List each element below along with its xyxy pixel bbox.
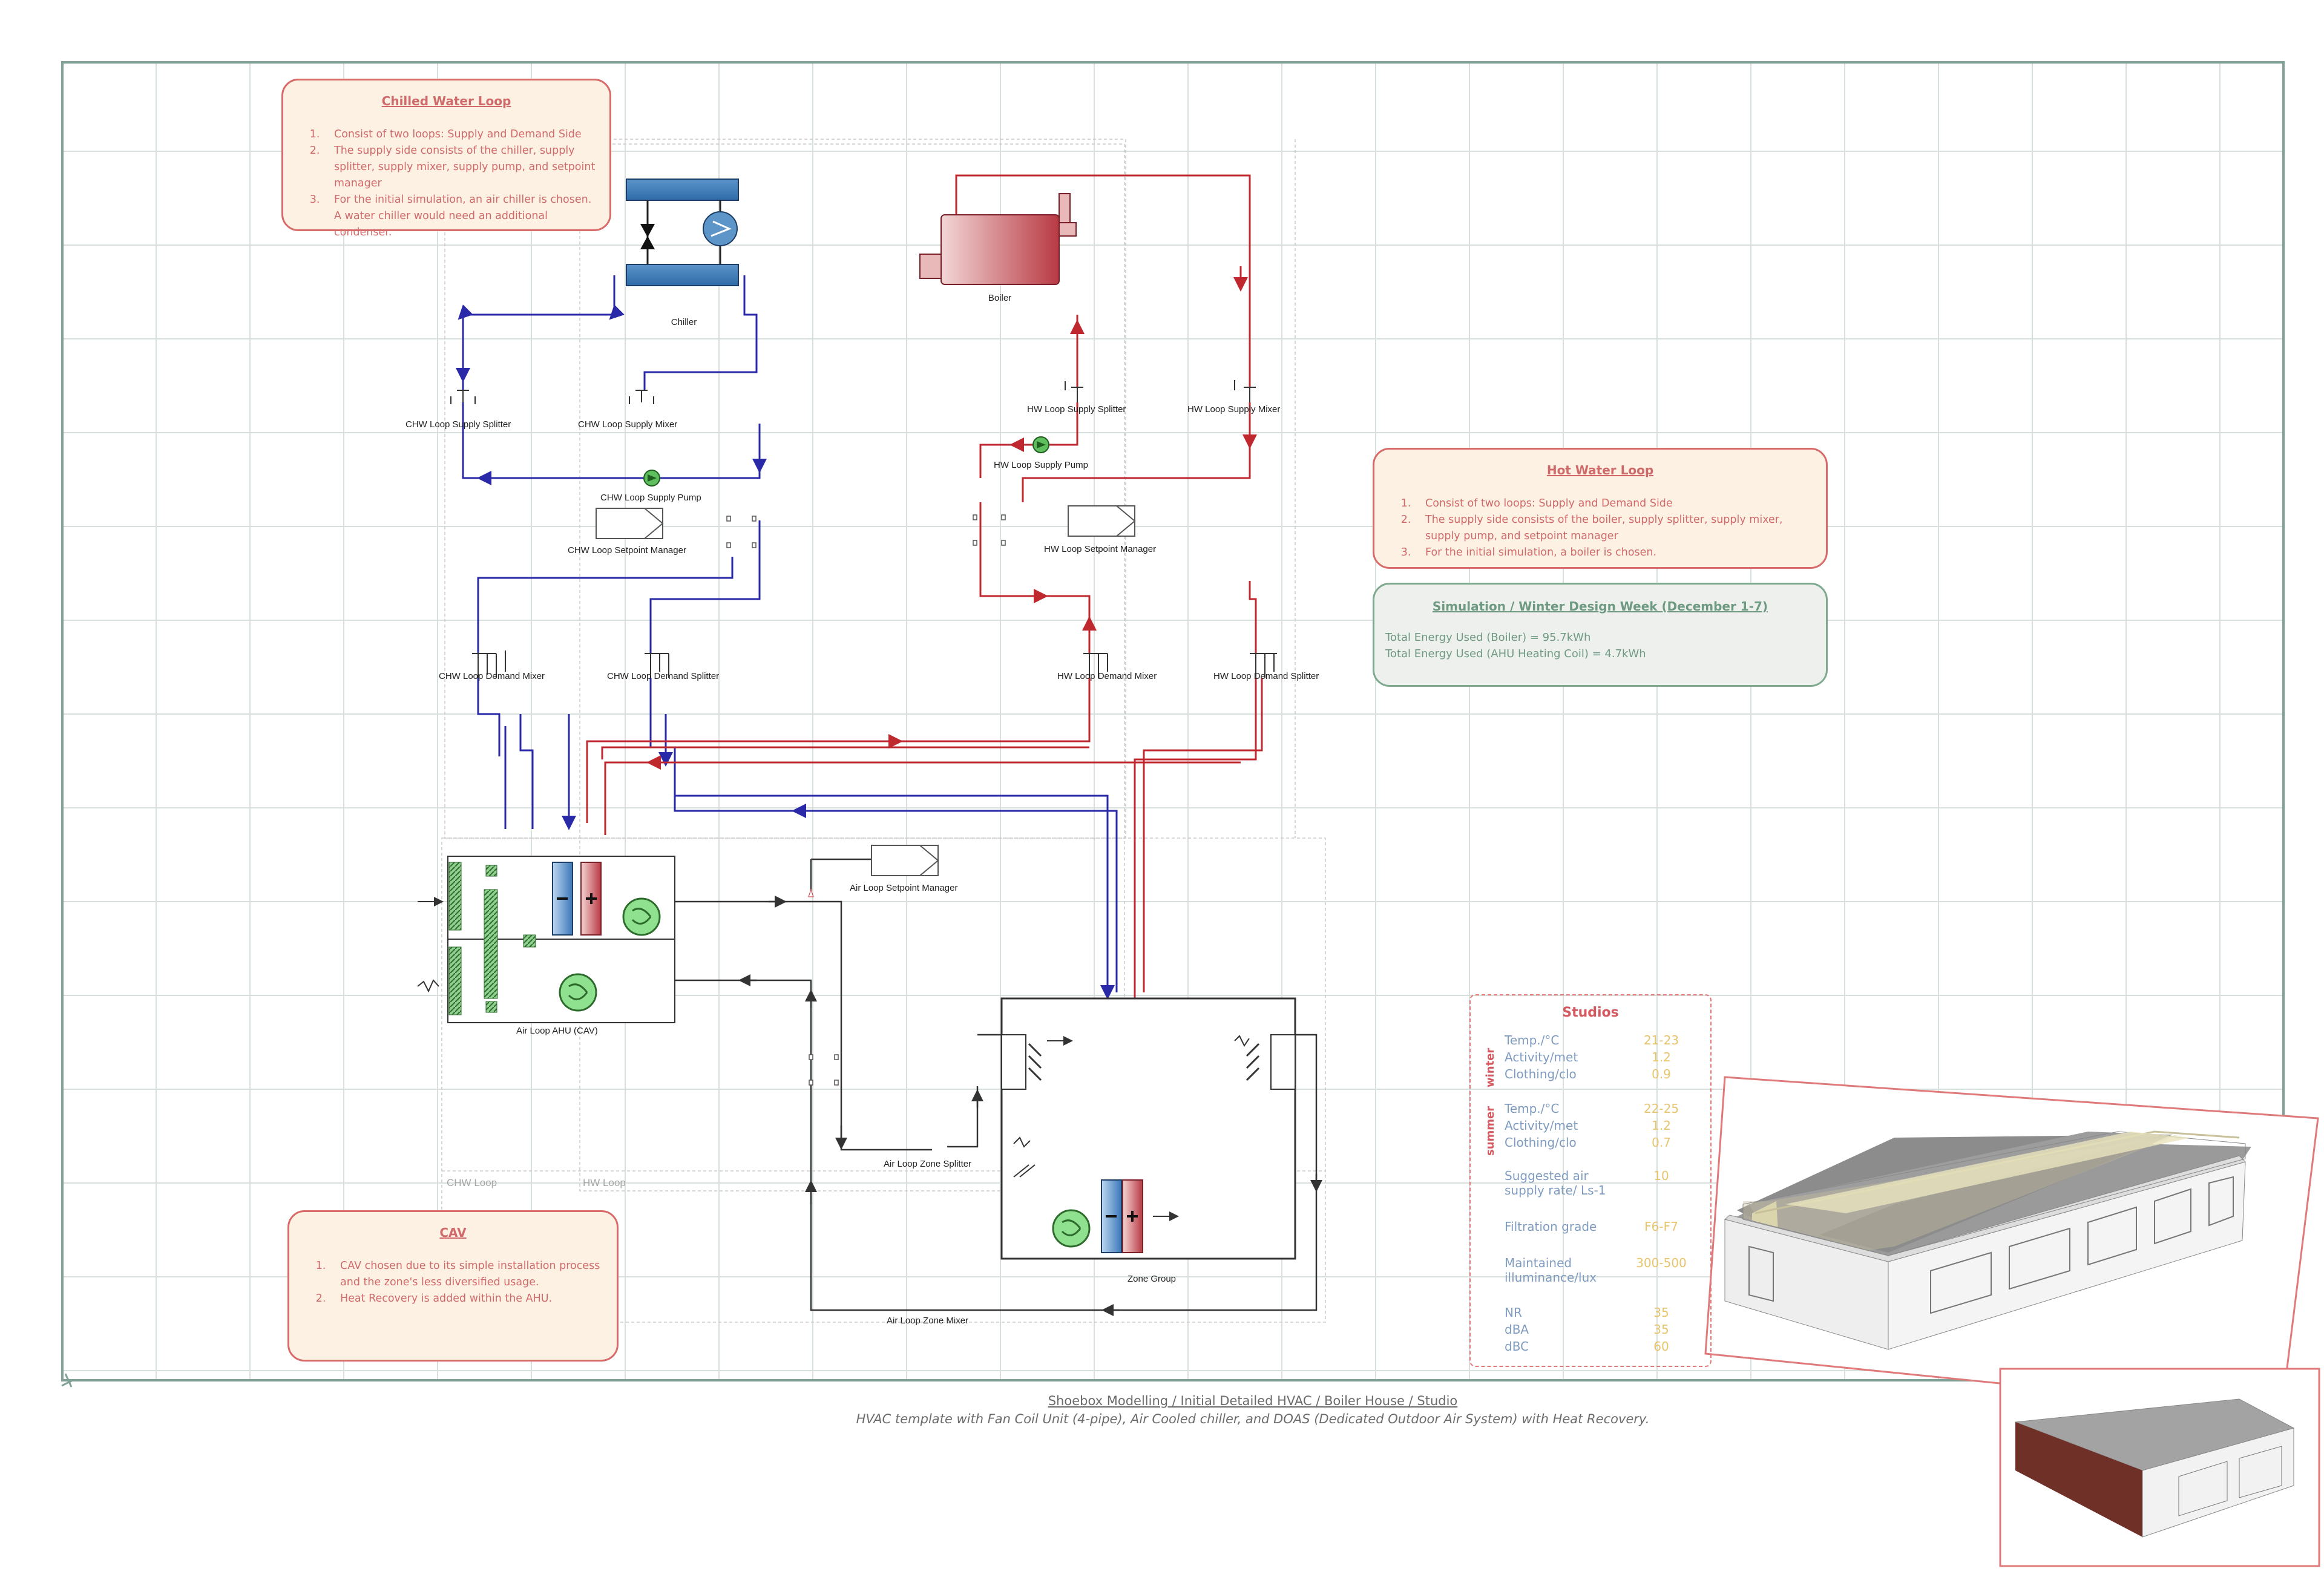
studio-row-label: Temp./°C [1505, 1033, 1560, 1047]
cav-note: CAV CAV chosen due to its simple install… [287, 1210, 619, 1362]
chilled-water-loop-note: Chilled Water Loop Consist of two loops:… [281, 79, 611, 238]
component-labels: Chiller Boiler CHW Loop Supply Splitter … [405, 293, 1319, 1326]
summer-label: summer [1484, 1106, 1497, 1156]
label-chw-supply-splitter: CHW Loop Supply Splitter [405, 419, 511, 430]
label-hw-supply-mixer: HW Loop Supply Mixer [1187, 404, 1280, 415]
simulation-boiler-energy: Total Energy Used (Boiler) = 95.7kWh [1385, 631, 1591, 644]
chw-loop-region-label: CHW Loop [447, 1177, 497, 1188]
cav-item: Heat Recovery is added within the AHU. [329, 1291, 605, 1307]
hw-pump-icon [1032, 436, 1049, 453]
chilled-water-loop-item: For the initial simulation, an air chill… [323, 192, 597, 241]
hot-water-loop-item: For the initial simulation, a boiler is … [1414, 545, 1814, 561]
label-chiller: Chiller [671, 317, 697, 327]
sensor-nodes [726, 514, 1006, 1086]
zone-icon [1000, 997, 1296, 1260]
simulation-note: Simulation / Winter Design Week (Decembe… [1373, 583, 1828, 687]
studio-row-label: Maintained illuminance/lux [1505, 1256, 1597, 1285]
cav-title: CAV [439, 1225, 467, 1240]
label-air-loop-zone-splitter: Air Loop Zone Splitter [884, 1159, 971, 1169]
studio-row-label: Activity/met [1505, 1118, 1578, 1133]
hot-water-loop-note: Hot Water Loop Consist of two loops: Sup… [1373, 448, 1828, 569]
chiller-icon [626, 179, 739, 286]
label-hw-demand-mixer: HW Loop Demand Mixer [1057, 671, 1157, 681]
studio-row-label: Temp./°C [1505, 1101, 1560, 1116]
hw-loop-region-label: HW Loop [583, 1177, 626, 1188]
studio-row-value: 0.9 [1652, 1067, 1671, 1081]
hot-water-piping [586, 174, 1263, 1005]
studio-row-value: 35 [1653, 1322, 1669, 1337]
studios-title: Studios [1562, 1005, 1619, 1020]
label-hw-setpoint-manager: HW Loop Setpoint Manager [1044, 544, 1156, 554]
chilled-water-loop-item: The supply side consists of the chiller,… [323, 143, 597, 192]
studio-row-value: 1.2 [1652, 1050, 1671, 1064]
ahu-icon [417, 856, 675, 1023]
boiler-icon [919, 193, 1077, 285]
studio-row-value: 0.7 [1652, 1135, 1671, 1150]
label-hw-supply-splitter: HW Loop Supply Splitter [1027, 404, 1126, 415]
hot-water-loop-item: Consist of two loops: Supply and Demand … [1414, 496, 1814, 512]
chilled-water-loop-item: Consist of two loops: Supply and Demand … [323, 126, 597, 143]
simulation-heating-coil-energy: Total Energy Used (AHU Heating Coil) = 4… [1385, 647, 1646, 660]
studio-row-label: dBA [1505, 1322, 1529, 1337]
air-loop-ducting [675, 858, 1322, 1316]
studio-row-label: dBC [1505, 1339, 1529, 1354]
studio-row-value: 300-500 [1636, 1256, 1687, 1270]
studio-row-value: 1.2 [1652, 1118, 1671, 1133]
label-hw-supply-pump: HW Loop Supply Pump [994, 460, 1088, 470]
studio-3d-model-small [1999, 1368, 2320, 1567]
label-air-loop-zone-mixer: Air Loop Zone Mixer [887, 1316, 968, 1326]
label-hw-demand-splitter: HW Loop Demand Splitter [1213, 671, 1319, 681]
studios-panel: Studios winter summer Temp./°C 21-23 Act… [1469, 994, 1712, 1367]
loop-boundaries [441, 139, 1326, 1323]
label-zone-group: Zone Group [1128, 1274, 1176, 1284]
chw-pump-icon [643, 470, 660, 487]
label-air-loop-setpoint-manager: Air Loop Setpoint Manager [850, 883, 957, 893]
label-chw-demand-mixer: CHW Loop Demand Mixer [439, 671, 545, 681]
studio-row-label: Clothing/clo [1505, 1135, 1577, 1150]
label-boiler: Boiler [988, 293, 1011, 303]
hot-water-loop-item: The supply side consists of the boiler, … [1414, 512, 1814, 545]
label-chw-demand-splitter: CHW Loop Demand Splitter [607, 671, 719, 681]
hot-water-loop-title: Hot Water Loop [1546, 463, 1654, 477]
studio-3d-model-large [1704, 1076, 2319, 1413]
studio-row-label: Activity/met [1505, 1050, 1578, 1064]
studio-row-value: 22-25 [1643, 1101, 1679, 1116]
studio-row-value: F6-F7 [1644, 1219, 1678, 1234]
label-chw-setpoint-manager: CHW Loop Setpoint Manager [568, 545, 686, 556]
simulation-title: Simulation / Winter Design Week (Decembe… [1432, 599, 1768, 614]
studio-row-value: 60 [1653, 1339, 1669, 1354]
caption-subtitle: HVAC template with Fan Coil Unit (4-pipe… [856, 1412, 1650, 1426]
chilled-water-loop-title: Chilled Water Loop [381, 94, 511, 108]
setpoint-manager-icons [596, 505, 1136, 876]
studio-row-label: Suggested air supply rate/ Ls-1 [1505, 1168, 1606, 1198]
winter-label: winter [1484, 1047, 1497, 1087]
cav-item: CAV chosen due to its simple installatio… [329, 1258, 605, 1291]
splitter-mixer-symbols [450, 380, 1277, 678]
studio-row-label: Filtration grade [1505, 1219, 1597, 1234]
label-chw-supply-mixer: CHW Loop Supply Mixer [578, 419, 677, 430]
studio-row-value: 10 [1653, 1168, 1669, 1183]
studio-row-value: 21-23 [1643, 1033, 1679, 1047]
studio-row-label: Clothing/clo [1505, 1067, 1577, 1081]
scissor-icon [61, 1373, 74, 1388]
caption-title: Shoebox Modelling / Initial Detailed HVA… [1048, 1394, 1458, 1408]
studio-row-label: NR [1505, 1305, 1522, 1320]
sheet-frame [61, 61, 2285, 1381]
label-air-loop-ahu: Air Loop AHU (CAV) [516, 1026, 598, 1036]
studio-row-value: 35 [1653, 1305, 1669, 1320]
chilled-water-piping [456, 275, 1118, 1005]
label-chw-supply-pump: CHW Loop Supply Pump [600, 493, 701, 503]
